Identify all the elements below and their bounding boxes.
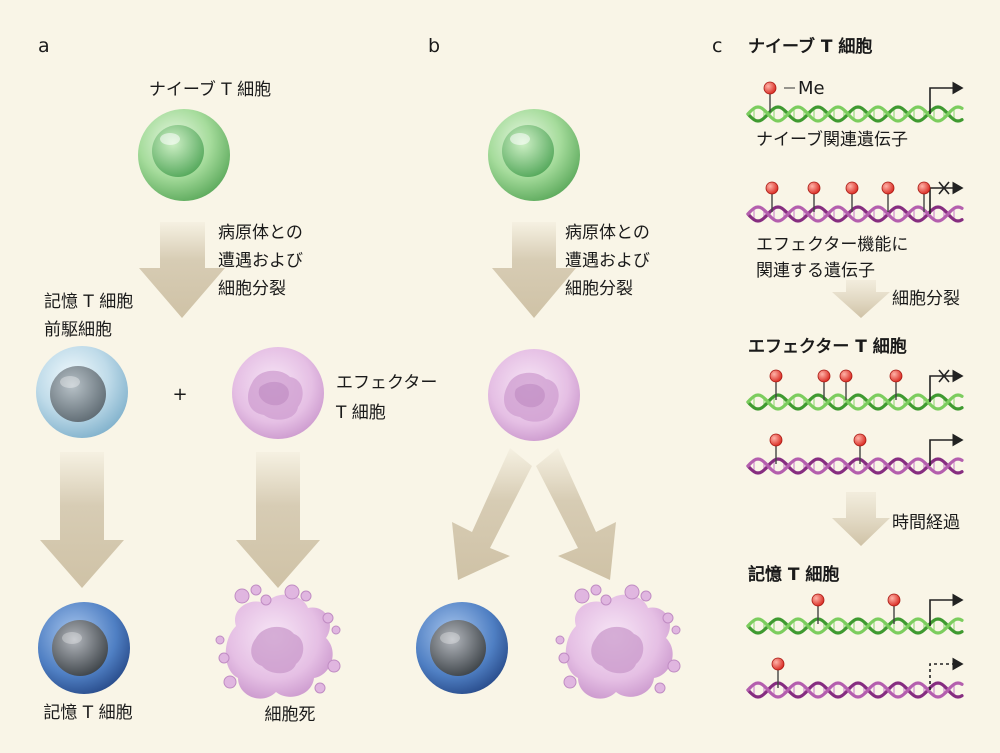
b-arrow-right [536, 448, 616, 580]
c-time-label: 時間経過 [892, 513, 960, 533]
methyl-mark [763, 81, 777, 112]
a-death-label: 細胞死 [265, 705, 316, 725]
panel-label-c: c [712, 35, 722, 57]
a-effector-cell [232, 347, 324, 439]
methyl-mark [839, 369, 853, 400]
methyl-mark [807, 181, 821, 212]
a-arrow-left [40, 452, 124, 588]
c-me-label: Me [798, 78, 825, 99]
b-dying-cell [555, 584, 681, 700]
dna-strands [746, 81, 964, 699]
a-memory-cell [38, 602, 130, 694]
dna-strand-effector-stage-effector-genes [746, 433, 964, 475]
methylation-marks [763, 81, 931, 688]
b-arrow-main [492, 222, 576, 318]
a-precursor-cell [36, 346, 128, 438]
blocked-transcription-icon [938, 181, 950, 195]
c-effector-genes-2: 関連する遺伝子 [756, 261, 875, 281]
c-arrow-division [832, 280, 890, 318]
c-naive-genes: ナイーブ関連遺伝子 [756, 129, 908, 150]
dna-strand-memory-naive-genes [746, 593, 964, 635]
a-precursor-label-1: 記憶 T 細胞 [44, 292, 133, 312]
b-arrow-text-1: 病原体との [565, 223, 650, 243]
b-arrow-left [452, 448, 532, 580]
methyl-mark [765, 181, 779, 212]
a-precursor-label-2: 前駆細胞 [44, 320, 112, 340]
c-effector-genes-1: エフェクター機能に [756, 235, 908, 255]
blocked-transcription-icon [938, 369, 950, 383]
a-dying-cell [215, 584, 341, 700]
b-memory-cell [416, 602, 508, 694]
c-naive-title: ナイーブ T 細胞 [748, 36, 872, 57]
transcription-arrow [929, 593, 964, 626]
c-effector-title: エフェクター T 細胞 [748, 336, 907, 357]
c-memory-title: 記憶 T 細胞 [748, 564, 839, 585]
methyl-mark [769, 369, 783, 400]
a-memory-label: 記憶 T 細胞 [43, 703, 132, 723]
b-effector-cell [488, 349, 580, 441]
a-effector-label-1: エフェクター [336, 373, 437, 393]
b-arrow-text-3: 細胞分裂 [565, 279, 633, 299]
a-arrow-main [139, 222, 225, 318]
a-arrow-text-3: 細胞分裂 [218, 279, 286, 299]
methyl-mark [853, 433, 867, 464]
panel-label-b: b [428, 35, 440, 57]
methyl-mark [889, 369, 903, 400]
dna-strand-effector-genes-naive [746, 181, 964, 223]
transcription-arrow [929, 81, 964, 114]
methyl-mark [811, 593, 825, 624]
a-plus-sign: + [172, 384, 187, 405]
a-arrow-text-1: 病原体との [218, 223, 303, 243]
panel-label-a: a [38, 35, 50, 57]
methyl-mark [881, 181, 895, 212]
a-arrow-right [236, 452, 320, 588]
a-naive-cell [138, 109, 230, 201]
b-naive-cell [488, 109, 580, 201]
transcription-arrow [929, 433, 964, 466]
a-naive-title: ナイーブ T 細胞 [149, 79, 271, 100]
methyl-mark [771, 657, 785, 688]
a-arrow-text-2: 遭遇および [218, 251, 303, 271]
dna-strand-naive-related-genes [746, 81, 964, 123]
b-arrow-text-2: 遭遇および [565, 251, 650, 271]
methyl-mark [887, 593, 901, 624]
a-effector-label-2: T 細胞 [335, 403, 386, 423]
methyl-mark [845, 181, 859, 212]
methyl-mark [917, 181, 931, 212]
transcription-arrow [929, 657, 964, 690]
dna-strand-effector-stage-naive-genes [746, 369, 964, 411]
c-division-label: 細胞分裂 [892, 289, 960, 309]
methyl-mark [769, 433, 783, 464]
dna-strand-memory-effector-genes [746, 657, 964, 699]
transcription-arrow [929, 369, 964, 402]
methyl-mark [817, 369, 831, 400]
c-arrow-time [832, 492, 890, 546]
